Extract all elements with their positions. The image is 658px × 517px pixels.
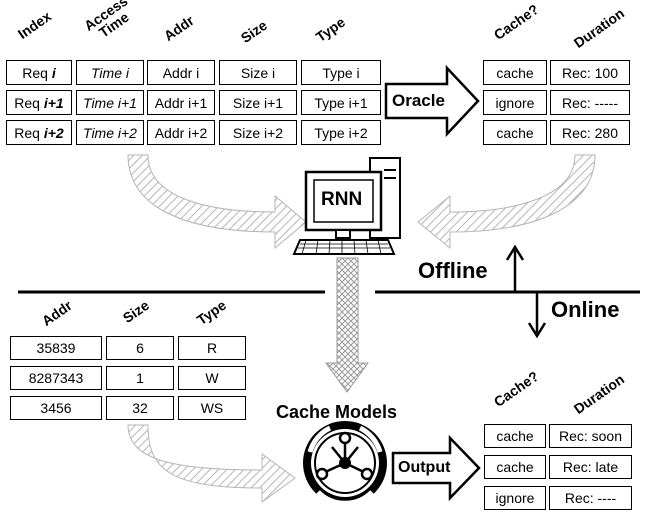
- cell-cache: ignore: [483, 90, 547, 115]
- output-arrow: [391, 434, 481, 502]
- cell-size: 6: [106, 336, 174, 360]
- cell-type: Type i+2: [301, 120, 381, 145]
- output-label: Output: [398, 459, 451, 476]
- cell-cache: ignore: [484, 486, 546, 510]
- cell-index: Req i+2: [6, 120, 72, 145]
- cell-cache: cache: [484, 455, 546, 479]
- computer-icon: [292, 157, 401, 255]
- cell-size: Size i+2: [219, 120, 297, 145]
- cell-size: 1: [106, 366, 174, 390]
- cell-cache: cache: [483, 60, 547, 85]
- rnn-label: RNN: [321, 189, 363, 210]
- cell-type: Type i: [301, 60, 381, 85]
- cell-type: Type i+1: [301, 90, 381, 115]
- cell-time: Time i: [76, 60, 144, 85]
- cell-type: R: [178, 336, 246, 360]
- cell-type: W: [178, 366, 246, 390]
- offline-label: Offline: [418, 258, 488, 283]
- cell-size: Size i: [219, 60, 297, 85]
- input-to-rnn-arrow: [127, 154, 307, 250]
- cell-addr: Addr i: [147, 60, 215, 85]
- cell-addr: Addr i+2: [147, 120, 215, 145]
- cell-index: Req i: [6, 60, 72, 85]
- cell-duration: Rec: ----: [549, 486, 632, 510]
- online-label: Online: [551, 297, 620, 322]
- cell-size: Size i+1: [219, 90, 297, 115]
- cell-duration: Rec: late: [549, 455, 632, 479]
- cell-addr: 35839: [10, 336, 102, 360]
- cell-duration: Rec: soon: [549, 424, 632, 448]
- rnn-to-models-arrow: [325, 257, 369, 393]
- cell-duration: Rec: -----: [550, 90, 630, 115]
- cache-models-icon: [303, 421, 387, 506]
- offline-up-arrow: [505, 244, 525, 292]
- cell-time: Time i+1: [76, 90, 144, 115]
- cell-size: 32: [106, 396, 174, 420]
- cell-duration: Rec: 100: [550, 60, 630, 85]
- cell-addr: 8287343: [10, 366, 102, 390]
- oracle-label: Oracle: [392, 91, 445, 110]
- cell-duration: Rec: 280: [550, 120, 630, 145]
- cell-index: Req i+1: [6, 90, 72, 115]
- online-down-arrow: [527, 292, 547, 339]
- cell-cache: cache: [483, 120, 547, 145]
- oracle-arrow: [384, 64, 480, 138]
- cell-time: Time i+2: [76, 120, 144, 145]
- cell-addr: 3456: [10, 396, 102, 420]
- oracle-to-rnn-arrow: [417, 154, 596, 250]
- cache-models-label: Cache Models: [276, 402, 398, 422]
- cell-addr: Addr i+1: [147, 90, 215, 115]
- cell-cache: cache: [484, 424, 546, 448]
- online-to-models-arrow: [127, 424, 296, 503]
- cell-type: WS: [178, 396, 246, 420]
